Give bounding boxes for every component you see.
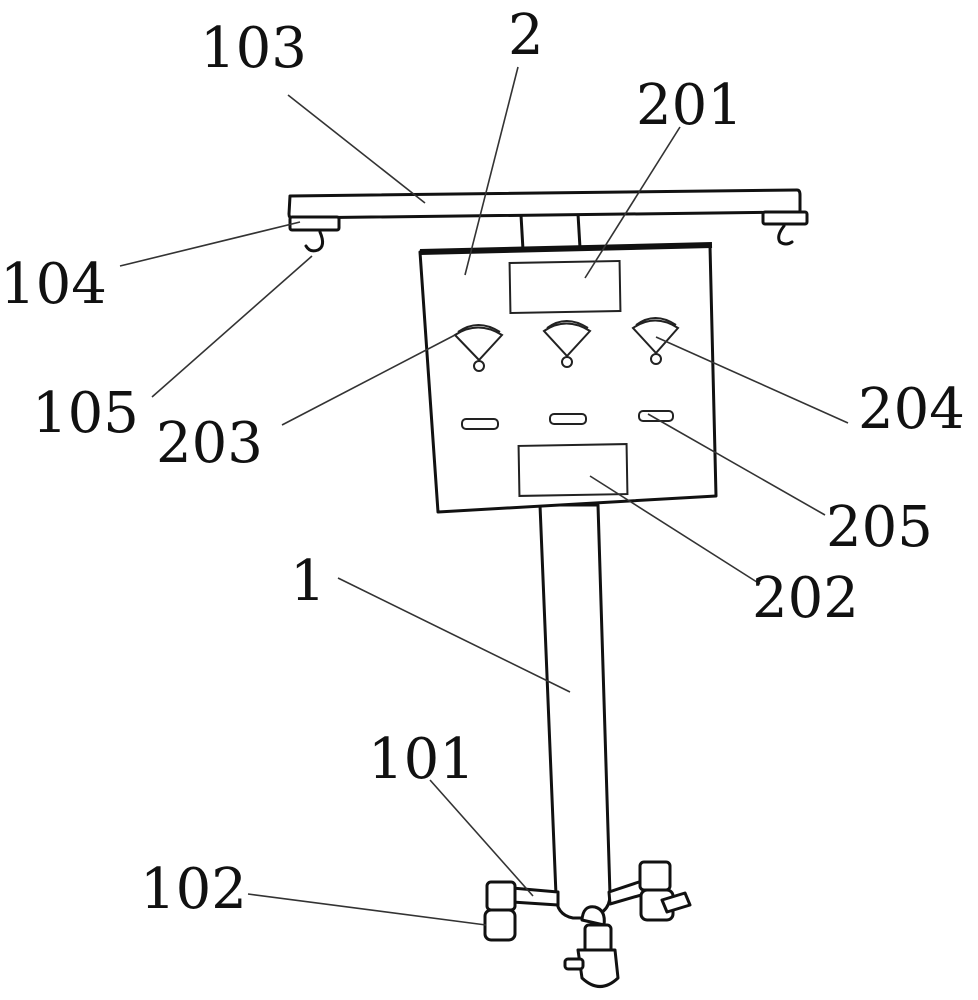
pole	[538, 503, 612, 920]
caster-left-icon	[483, 880, 517, 942]
label-1: 1	[290, 549, 326, 614]
caster-front-icon	[563, 905, 620, 988]
label-205: 205	[826, 495, 933, 560]
indicator-slot-right	[638, 410, 674, 422]
label-2: 2	[508, 3, 544, 68]
panel	[418, 242, 718, 514]
indicator-slot-middle	[549, 413, 587, 425]
label-105: 105	[32, 381, 139, 446]
upper-display	[508, 260, 622, 314]
crossbar	[287, 188, 802, 220]
end-block-left	[288, 215, 341, 232]
gauge-right-icon	[631, 317, 680, 365]
gauge-middle-icon	[542, 320, 592, 368]
hook-left-icon	[304, 230, 325, 253]
lower-display	[517, 443, 629, 497]
label-202: 202	[752, 566, 859, 631]
label-102: 102	[140, 857, 247, 922]
hook-right-icon	[777, 224, 794, 246]
label-204: 204	[858, 377, 965, 442]
label-101: 101	[368, 727, 475, 792]
gauge-left-icon	[453, 324, 504, 372]
label-104: 104	[0, 252, 107, 317]
leader-lines	[119, 66, 849, 926]
end-block-right	[761, 210, 809, 226]
indicator-slot-left	[461, 418, 499, 430]
label-103: 103	[200, 16, 307, 81]
label-203: 203	[156, 411, 263, 476]
caster-right-icon	[638, 860, 692, 922]
crossbar-support	[519, 212, 582, 252]
label-201: 201	[636, 73, 743, 138]
